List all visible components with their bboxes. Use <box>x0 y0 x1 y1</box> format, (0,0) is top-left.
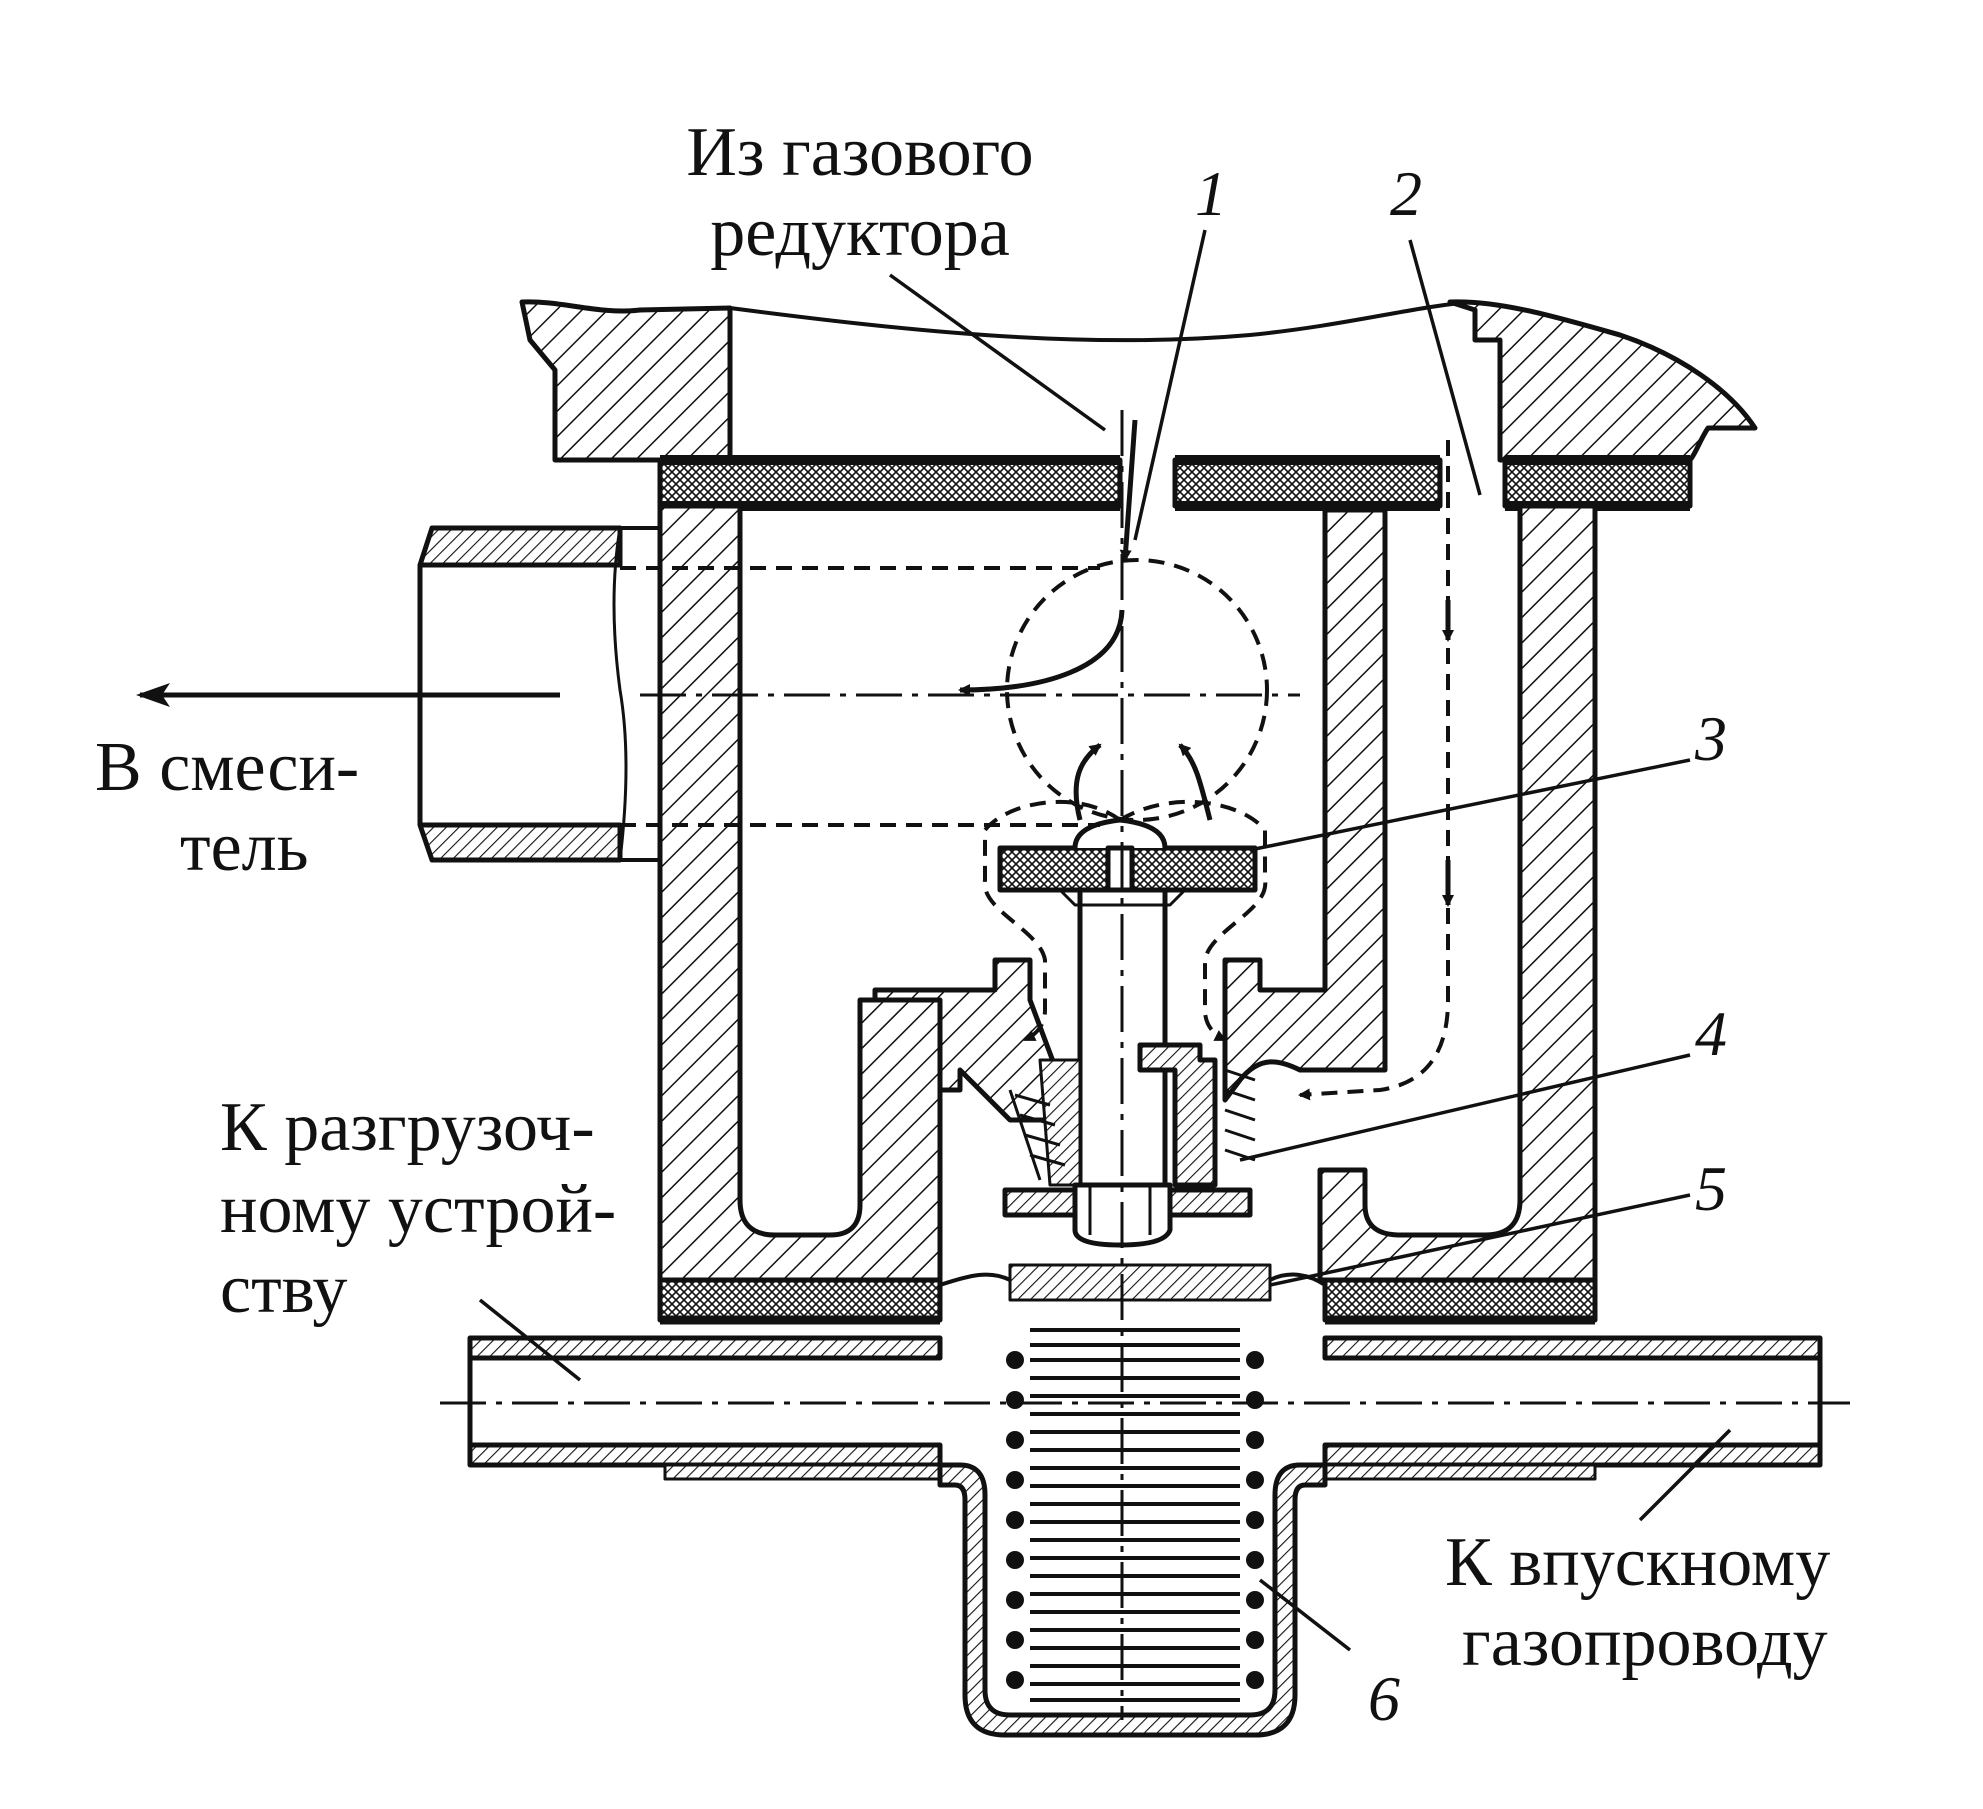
body-left-wall <box>657 503 943 1283</box>
valve-seat-right <box>1222 507 1388 1103</box>
unload-label-line2: ному устрой- <box>220 1171 616 1248</box>
bottom-gasket-left <box>657 1277 943 1323</box>
callout-4: 4 <box>1695 998 1727 1069</box>
spring-cup <box>937 1462 1328 1738</box>
spring-6 <box>1030 1328 1240 1702</box>
top-gasket-far-right <box>1502 457 1693 509</box>
top-gasket-left <box>657 457 1123 509</box>
inlet-label-line2: редуктора <box>710 194 1010 271</box>
top-gasket-right <box>1172 457 1443 509</box>
callout-2: 2 <box>1390 158 1422 229</box>
gas-flow-paths <box>620 440 1450 1101</box>
diagram-labels: Из газового редуктора В смеси- тель К ра… <box>95 114 1830 1734</box>
guide-bushing-4 <box>1137 1042 1218 1188</box>
mixer-label-line2: тель <box>180 809 309 886</box>
manifold-break-line <box>729 300 1476 343</box>
leader-lines <box>478 229 1732 1652</box>
flow-arrows <box>136 419 1454 907</box>
callout-6: 6 <box>1368 1663 1400 1734</box>
bottom-pipe-top-wall-right <box>1322 1335 1823 1361</box>
outlet-fitting-upper <box>417 525 623 568</box>
intake-label-line2: газопроводу <box>1462 1604 1828 1681</box>
inlet-label-line1: Из газового <box>686 114 1033 191</box>
bottom-pipe-bottom-wall-right <box>1322 1442 1823 1468</box>
callout-1: 1 <box>1195 158 1227 229</box>
outlet-fitting-lower <box>417 822 623 863</box>
unload-label-line3: ству <box>220 1251 347 1328</box>
unload-label-line1: К разгрузоч- <box>220 1089 595 1166</box>
top-manifold-right <box>1447 299 1758 463</box>
callout-5: 5 <box>1695 1153 1727 1224</box>
mixer-label-line1: В смеси- <box>95 729 359 806</box>
bottom-pipe-bottom-wall-left <box>467 1442 943 1468</box>
bottom-gasket-right <box>1322 1277 1598 1323</box>
callout-3: 3 <box>1694 703 1727 774</box>
body-right-inner-wall <box>1317 503 1598 1283</box>
valve-body-drawing <box>417 299 1823 1738</box>
intake-label-line1: К впускному <box>1445 1524 1830 1601</box>
top-manifold-left <box>519 299 733 463</box>
return-spring <box>1008 1068 1256 1181</box>
